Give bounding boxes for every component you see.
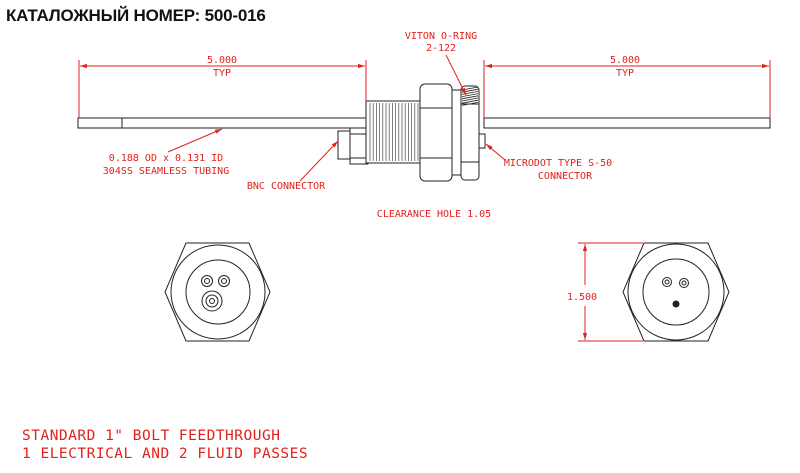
right-dim-typ: TYP [616,68,634,79]
right-dim-value: 5.000 [610,55,640,66]
bnc-label: BNC CONNECTOR [247,181,326,192]
bnc-connector [337,127,369,165]
bnc-callout: BNC CONNECTOR [247,140,339,192]
catalog-number-title: КАТАЛОЖНЫЙ НОМЕР: 500-016 [6,6,266,25]
clearance-hole-label: CLEARANCE HOLE 1.05 [377,209,491,220]
fluid-port-icon [201,275,213,287]
microdot-port-icon [672,300,680,308]
viton-callout: VITON O-RING 2-122 [405,31,477,96]
left-dim-value: 5.000 [207,55,237,66]
oring-hatch-line [461,99,479,104]
microdot-label-2: CONNECTOR [538,171,593,182]
right-tube [483,117,771,129]
oring-hatch-line [461,93,479,97]
viton-label-1: VITON O-RING [405,31,477,42]
tubing-label-2: 304SS SEAMLESS TUBING [103,166,229,177]
oring-hatch-line [461,97,479,102]
description-line-1: STANDARD 1" BOLT FEEDTHROUGH [22,428,280,444]
end-view-left [164,242,271,342]
fluid-port-icon [679,278,689,288]
left-dim-typ: TYP [213,68,231,79]
hex-body [419,83,453,182]
microdot-callout: MICRODOT TYPE S-50 CONNECTOR [485,143,612,182]
tubing-callout: 0.188 OD x 0.131 ID 304SS SEAMLESS TUBIN… [103,128,229,177]
tubing-label-1: 0.188 OD x 0.131 ID [109,153,223,164]
hex-dim-value: 1.500 [567,292,597,303]
dimension-left: 5.000 TYP [78,55,367,118]
dimension-right: 5.000 TYP [483,55,771,118]
fluid-port-icon [218,275,230,287]
oring-hatch-line [461,102,479,106]
threaded-body [365,100,421,164]
fluid-port-icon [662,277,672,287]
oring-hatch-line [461,95,479,100]
microdot-label-1: MICRODOT TYPE S-50 [504,158,612,169]
microdot-connector [478,133,486,149]
side-view [77,83,771,182]
bnc-port-icon [201,290,223,312]
o-ring [451,85,480,181]
viton-label-2: 2-122 [426,43,456,54]
description-line-2: 1 ELECTRICAL AND 2 FLUID PASSES [22,446,308,462]
end-view-right [622,242,730,342]
dimension-hex: 1.500 [567,242,643,342]
